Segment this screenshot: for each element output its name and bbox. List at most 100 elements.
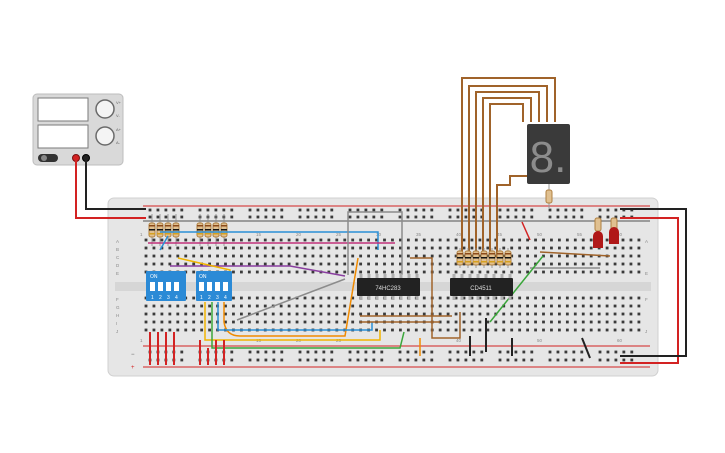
breadboard-hole[interactable]	[462, 320, 466, 324]
breadboard-hole[interactable]	[430, 238, 434, 242]
resistor[interactable]	[172, 214, 180, 246]
breadboard-hole[interactable]	[206, 208, 210, 212]
breadboard-hole[interactable]	[598, 350, 602, 354]
breadboard-hole[interactable]	[240, 320, 243, 324]
breadboard-hole[interactable]	[327, 238, 331, 242]
wire-brown-carry[interactable]	[410, 257, 461, 339]
breadboard-hole[interactable]	[606, 208, 610, 212]
breadboard-hole[interactable]	[256, 350, 260, 354]
breadboard-hole[interactable]	[359, 254, 363, 258]
breadboard-hole[interactable]	[192, 262, 196, 266]
breadboard-hole[interactable]	[510, 312, 514, 316]
breadboard-hole[interactable]	[550, 262, 553, 266]
breadboard-hole[interactable]	[573, 254, 577, 258]
resistor[interactable]	[148, 214, 156, 246]
breadboard-hole[interactable]	[222, 208, 226, 212]
breadboard-hole[interactable]	[629, 320, 633, 324]
breadboard-hole[interactable]	[446, 328, 450, 332]
breadboard-hole[interactable]	[565, 312, 569, 316]
breadboard-hole[interactable]	[572, 358, 576, 362]
breadboard-hole[interactable]	[462, 270, 466, 274]
wire-power-red[interactable]	[75, 158, 146, 219]
breadboard-hole[interactable]	[530, 208, 534, 212]
breadboard-hole[interactable]	[478, 254, 482, 258]
breadboard-hole[interactable]	[343, 238, 347, 242]
breadboard-hole[interactable]	[391, 304, 394, 308]
breadboard-hole[interactable]	[494, 238, 498, 242]
breadboard-hole[interactable]	[232, 304, 235, 308]
breadboard-hole[interactable]	[255, 296, 259, 300]
breadboard-hole[interactable]	[232, 312, 235, 316]
breadboard-hole[interactable]	[295, 320, 299, 324]
breadboard-hole[interactable]	[314, 208, 318, 212]
breadboard-hole[interactable]	[518, 270, 522, 274]
breadboard-hole[interactable]	[486, 238, 490, 242]
resistor[interactable]	[196, 214, 204, 246]
breadboard-hole[interactable]	[605, 238, 609, 242]
breadboard-hole[interactable]	[430, 208, 434, 212]
breadboard-hole[interactable]	[486, 262, 490, 266]
breadboard-hole[interactable]	[200, 320, 204, 324]
breadboard-hole[interactable]	[558, 270, 561, 274]
breadboard-hole[interactable]	[438, 304, 442, 308]
breadboard-hole[interactable]	[514, 215, 518, 219]
breadboard-hole[interactable]	[422, 304, 426, 308]
breadboard-hole[interactable]	[414, 262, 418, 266]
breadboard-hole[interactable]	[530, 358, 534, 362]
breadboard-hole[interactable]	[510, 270, 514, 274]
breadboard-hole[interactable]	[152, 312, 156, 316]
breadboard-hole[interactable]	[295, 238, 299, 242]
breadboard-hole[interactable]	[224, 254, 227, 258]
dip-b-toggle-1[interactable]	[199, 282, 204, 291]
breadboard-hole[interactable]	[399, 254, 402, 258]
breadboard-hole[interactable]	[530, 215, 534, 219]
breadboard-hole[interactable]	[502, 320, 506, 324]
breadboard-hole[interactable]	[232, 238, 235, 242]
breadboard-hole[interactable]	[530, 350, 534, 354]
breadboard-hole[interactable]	[356, 215, 360, 219]
breadboard-hole[interactable]	[319, 320, 323, 324]
breadboard-hole[interactable]	[287, 320, 291, 324]
breadboard-hole[interactable]	[399, 312, 402, 316]
breadboard-hole[interactable]	[522, 215, 526, 219]
breadboard-hole[interactable]	[478, 238, 482, 242]
breadboard-hole[interactable]	[375, 238, 378, 242]
breadboard-hole[interactable]	[399, 246, 402, 250]
breadboard-hole[interactable]	[271, 246, 275, 250]
decoder-resistors[interactable]	[456, 248, 512, 268]
breadboard-hole[interactable]	[375, 254, 378, 258]
breadboard-hole[interactable]	[605, 328, 609, 332]
breadboard-hole[interactable]	[372, 208, 376, 212]
breadboard-hole[interactable]	[263, 320, 267, 324]
breadboard-hole[interactable]	[613, 304, 617, 308]
breadboard-hole[interactable]	[375, 312, 378, 316]
breadboard-hole[interactable]	[168, 246, 172, 250]
breadboard-hole[interactable]	[383, 246, 386, 250]
breadboard-hole[interactable]	[637, 270, 641, 274]
breadboard-hole[interactable]	[454, 246, 458, 250]
breadboard-hole[interactable]	[184, 304, 188, 308]
breadboard-hole[interactable]	[558, 312, 561, 316]
breadboard-hole[interactable]	[335, 270, 339, 274]
breadboard-hole[interactable]	[629, 270, 633, 274]
breadboard-hole[interactable]	[558, 254, 561, 258]
breadboard-hole[interactable]	[637, 254, 641, 258]
breadboard-hole[interactable]	[399, 328, 402, 332]
wire-rail-bridge-black[interactable]	[620, 208, 687, 357]
breadboard-hole[interactable]	[240, 262, 243, 266]
dip-a-toggle-1[interactable]	[150, 282, 155, 291]
breadboard-hole[interactable]	[406, 328, 410, 332]
breadboard-hole[interactable]	[542, 238, 545, 242]
breadboard-hole[interactable]	[240, 312, 243, 316]
breadboard-hole[interactable]	[564, 358, 568, 362]
breadboard-hole[interactable]	[573, 312, 577, 316]
breadboard-hole[interactable]	[263, 254, 267, 258]
breadboard-hole[interactable]	[176, 238, 180, 242]
breadboard-hole[interactable]	[359, 270, 363, 274]
breadboard-hole[interactable]	[314, 358, 318, 362]
resistor[interactable]	[456, 248, 464, 268]
breadboard-hole[interactable]	[422, 215, 426, 219]
breadboard-hole[interactable]	[164, 215, 168, 219]
breadboard-hole[interactable]	[414, 208, 418, 212]
dip-a-toggle-3[interactable]	[166, 282, 171, 291]
